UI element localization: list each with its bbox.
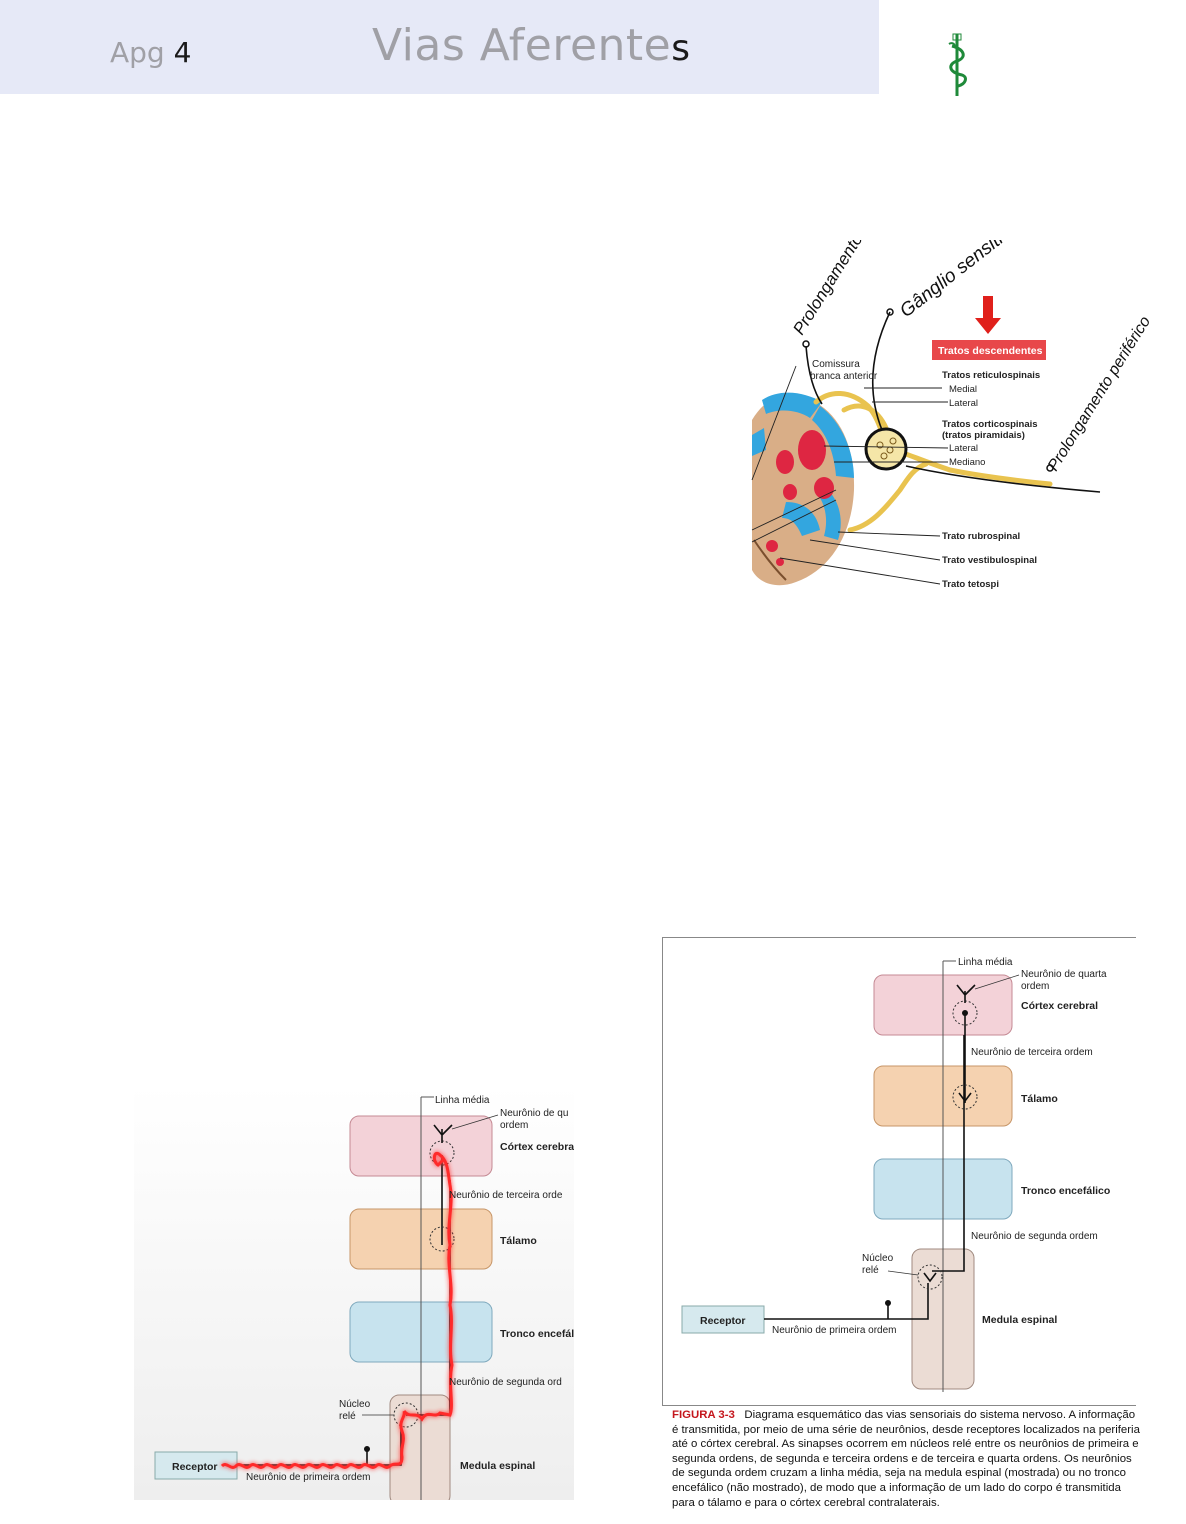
highlighted-pathway xyxy=(220,1151,454,1469)
descending-tracts-badge xyxy=(932,340,1046,360)
label-tetospinal: Trato tetospi xyxy=(942,579,999,590)
spinal-cord-figure: Prolongamento central Gânglio sensitivo … xyxy=(751,240,1150,610)
label-second-order: Neurônio de segunda ordem xyxy=(971,1231,1098,1242)
label-relay-2: relé xyxy=(339,1411,356,1422)
label-first-order: Neurônio de primeira ordem xyxy=(246,1472,371,1483)
tract-red-1 xyxy=(798,430,826,470)
figure-caption: FIGURA 3-3 Diagrama esquemático das vias… xyxy=(672,1408,1142,1510)
label-receptor: Receptor xyxy=(700,1315,746,1327)
tract-red-2 xyxy=(776,450,794,474)
label-thalamus: Tálamo xyxy=(1021,1093,1058,1105)
label-lateral-2: Lateral xyxy=(949,443,978,454)
label-spinal-cord: Medula espinal xyxy=(460,1460,535,1472)
label-vestibulospinal: Trato vestibulospinal xyxy=(942,555,1037,566)
label-relay-1: Núcleo xyxy=(339,1399,371,1410)
label-reticulospinal: Tratos reticulospinais xyxy=(942,370,1040,381)
label-midline: Linha média xyxy=(435,1095,490,1106)
page-title: Vias Aferentes xyxy=(372,20,691,71)
label-fourth-order-2: ordem xyxy=(1021,981,1049,992)
apg-label: Apg 4 xyxy=(110,36,192,69)
box-spinal-cord xyxy=(389,1394,451,1500)
label-cortex: Córtex cerebral xyxy=(1021,1000,1098,1012)
label-commissure-1: Comissura xyxy=(812,359,860,370)
pathway-diagram-left: Linha média Neurônio de qu ordem Córtex … xyxy=(134,1085,574,1500)
pathway-diagram-right: Linha média Neurônio de quarta ordem Cór… xyxy=(662,937,1136,1407)
caption-body: A informação é transmitida, por meio de … xyxy=(672,1409,1140,1509)
label-lateral: Lateral xyxy=(949,398,978,409)
label-relay-1: Núcleo xyxy=(862,1253,894,1264)
label-commissure-2: branca anterior xyxy=(810,371,878,382)
label-corticospinal-1: Tratos corticospinais xyxy=(942,419,1038,430)
label-mediano: Mediano xyxy=(949,457,985,468)
label-leader-lines xyxy=(751,365,949,585)
label-relay-2: relé xyxy=(862,1265,879,1276)
label-thalamus: Tálamo xyxy=(500,1235,537,1247)
caption-title: Diagrama esquemático das vias sensoriais… xyxy=(744,1409,1066,1421)
sensory-ganglion-circle xyxy=(864,427,908,471)
label-fourth-order-2: ordem xyxy=(500,1120,528,1131)
apg-number: 4 xyxy=(173,36,192,69)
caption-label: FIGURA 3-3 xyxy=(672,1409,735,1421)
asclepius-staff-icon xyxy=(948,33,967,96)
handwritten-leader-lines xyxy=(805,311,1101,493)
label-medial: Medial xyxy=(949,384,977,395)
label-fourth-order-1: Neurônio de quarta xyxy=(1021,969,1107,980)
descending-tracts-label: Tratos descendentes xyxy=(938,345,1043,357)
spinal-section xyxy=(752,392,855,586)
label-midline: Linha média xyxy=(958,957,1013,968)
label-spinal-cord: Medula espinal xyxy=(982,1314,1057,1326)
receptor-box xyxy=(681,1305,765,1334)
label-rubrospinal: Trato rubrospinal xyxy=(942,531,1020,542)
label-second-order: Neurônio de segunda ord xyxy=(449,1377,562,1388)
label-brainstem: Tronco encefál xyxy=(500,1328,574,1340)
label-corticospinal-2: (tratos piramidais) xyxy=(942,430,1025,441)
label-receptor: Receptor xyxy=(172,1461,218,1473)
label-third-order: Neurônio de terceira ordem xyxy=(971,1047,1093,1058)
label-first-order: Neurônio de primeira ordem xyxy=(772,1325,897,1336)
page-title-last-letter: s xyxy=(671,28,691,69)
label-fourth-order-1: Neurônio de qu xyxy=(500,1108,568,1119)
red-down-arrow-icon xyxy=(975,296,1001,334)
tract-red-4 xyxy=(783,484,797,500)
header-band: Apg 4 Vias Aferentes xyxy=(0,0,879,94)
label-third-order: Neurônio de terceira orde xyxy=(449,1190,563,1201)
label-brainstem: Tronco encefálico xyxy=(1021,1185,1110,1197)
label-cortex: Córtex cerebra xyxy=(500,1141,574,1153)
